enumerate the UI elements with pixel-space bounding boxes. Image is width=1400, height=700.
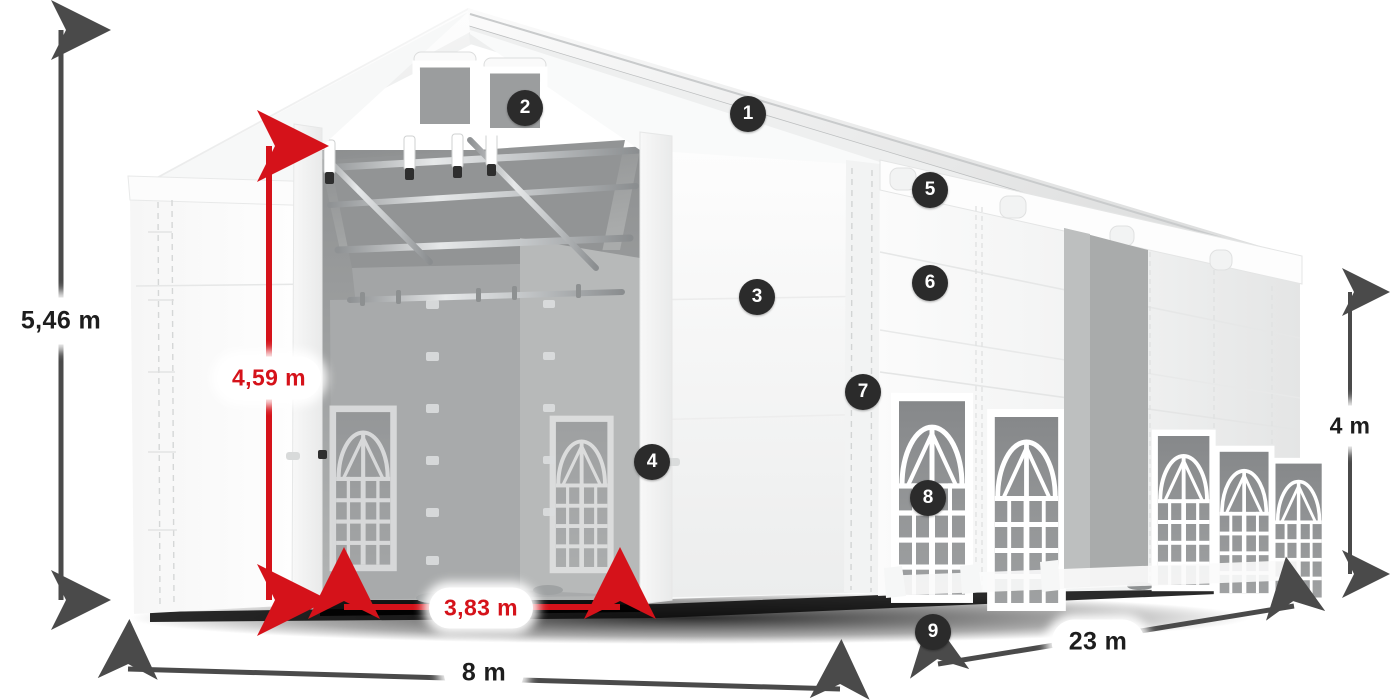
callout-8-georgian-window[interactable]: 8 xyxy=(910,480,946,516)
callout-3-gable-wall[interactable]: 3 xyxy=(739,279,775,315)
inner-clear-height-label: 4,59 m xyxy=(216,356,322,400)
ridge-height-label: 5,46 m xyxy=(4,297,118,345)
callout-6-side-wall-upper[interactable]: 6 xyxy=(912,265,948,301)
tent-length-label: 23 m xyxy=(1051,619,1145,665)
side-wall xyxy=(878,159,1325,608)
callout-7-corner-seam[interactable]: 7 xyxy=(845,374,881,410)
callout-9-ground-skirt[interactable]: 9 xyxy=(915,614,951,650)
callout-5-eave-beam[interactable]: 5 xyxy=(912,172,948,208)
callout-2-gable-vent[interactable]: 2 xyxy=(507,90,543,126)
tent-interior xyxy=(318,140,640,600)
callout-4-entrance-door[interactable]: 4 xyxy=(634,444,670,480)
gable-end-wall xyxy=(127,10,880,614)
gable-vent-flaps xyxy=(412,51,548,136)
tent-width-label: 8 m xyxy=(443,650,525,696)
door-clear-width-label: 3,83 m xyxy=(428,587,534,629)
side-wall-height-label: 4 m xyxy=(1314,405,1386,447)
callout-1-roof-sheet[interactable]: 1 xyxy=(730,96,766,132)
